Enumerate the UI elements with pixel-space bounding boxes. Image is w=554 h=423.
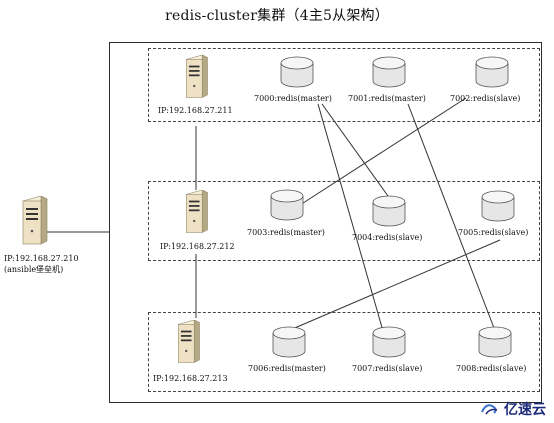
- redis-disk-icon-7007: [372, 326, 406, 362]
- redis-disk-icon-7000: [280, 56, 314, 92]
- replication-line-7002-7003: [299, 97, 467, 206]
- watermark-text: 亿速云: [504, 402, 546, 418]
- replication-line-7000-7007: [317, 103, 386, 339]
- redis-label-7000: 7000:redis(master): [254, 94, 332, 103]
- redis-label-7003: 7003:redis(master): [247, 228, 325, 237]
- bastion-server-icon: [19, 195, 49, 252]
- host-ip-label-212: IP:192.168.27.212: [160, 242, 235, 251]
- watermark-logo-icon: [481, 404, 498, 415]
- replication-line-7000-7004: [321, 103, 389, 197]
- redis-label-7001: 7001:redis(master): [348, 94, 426, 103]
- cluster-frame: [109, 42, 542, 403]
- redis-label-7002: 7002:redis(slave): [450, 94, 521, 103]
- bastion-ip-label: IP:192.168.27.210: [4, 254, 79, 263]
- host-ip-label-213: IP:192.168.27.213: [153, 374, 228, 383]
- watermark: 亿速云: [480, 399, 546, 419]
- host-ip-label-211: IP:192.168.27.211: [158, 106, 233, 115]
- host-server-211-icon: [180, 54, 212, 105]
- redis-disk-icon-7005: [481, 190, 515, 226]
- redis-label-7006: 7006:redis(master): [248, 364, 326, 373]
- redis-label-7007: 7007:redis(slave): [352, 364, 423, 373]
- host-group-212: [148, 181, 540, 261]
- redis-disk-icon-7002: [475, 56, 509, 92]
- bastion-role-label: (ansible堡垒机): [4, 265, 64, 274]
- redis-disk-icon-7004: [372, 195, 406, 231]
- redis-disk-icon-7003: [270, 189, 304, 225]
- host-server-213-icon: [172, 319, 204, 370]
- replication-line-7001-7008: [407, 103, 495, 329]
- host-group-211: [148, 48, 540, 122]
- replication-line-7005-7006: [289, 239, 501, 331]
- redis-label-7004: 7004:redis(slave): [352, 233, 423, 242]
- host-server-212-icon: [180, 189, 212, 240]
- page-title: redis-cluster集群（4主5从架构）: [165, 8, 389, 24]
- redis-disk-icon-7006: [272, 326, 306, 362]
- host-group-213: [148, 312, 540, 392]
- redis-label-7008: 7008:redis(slave): [456, 364, 527, 373]
- redis-label-7005: 7005:redis(slave): [458, 228, 529, 237]
- redis-disk-icon-7008: [478, 326, 512, 362]
- redis-disk-icon-7001: [372, 56, 406, 92]
